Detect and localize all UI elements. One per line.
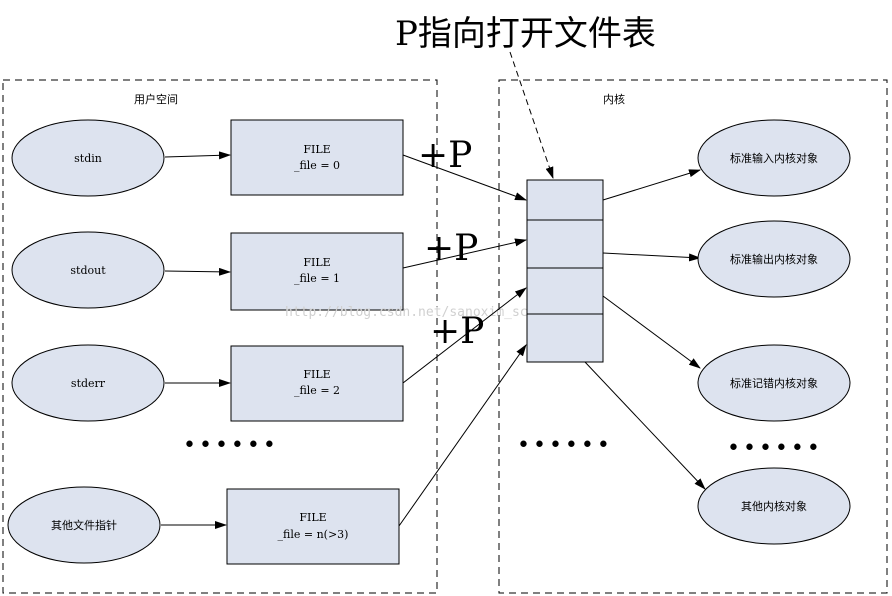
plus-p-label: +P (424, 228, 478, 269)
kernel-object-stdin: 标准输入内核对象 (697, 119, 851, 197)
watermark: http://blog.csdn.net/sanoxim_scy (285, 305, 536, 320)
file-box-1: FILE _file = 1 (230, 232, 404, 311)
kernel-label: 内核 (603, 92, 625, 106)
file-to-table-arrow (402, 287, 527, 384)
kernel-object-stdout: 标准输出内核对象 (697, 220, 851, 298)
stream-stdin: stdin (11, 119, 165, 197)
kernel-object-label: 标准输入内核对象 (730, 151, 818, 165)
open-file-table (526, 179, 604, 363)
stream-label: 其他文件指针 (51, 518, 117, 532)
kernel-region (498, 79, 888, 594)
file-box-3: FILE _file = n(>3) (226, 488, 400, 565)
file-box-2: FILE _file = 2 (230, 345, 404, 422)
stream-to-file-arrow (164, 151, 231, 160)
table-to-object-arrow (602, 252, 701, 262)
file-box-title: FILE (303, 143, 330, 156)
kernel-object-other: 其他内核对象 (697, 467, 851, 545)
stream-stdout: stdout (11, 231, 165, 309)
file-box-0: FILE _file = 0 (230, 119, 404, 196)
file-box-descriptor: _file = 0 (294, 159, 340, 172)
stream-label: stderr (71, 377, 106, 390)
file-box-descriptor: _file = n(>3) (278, 528, 349, 541)
file-box-title: FILE (303, 256, 330, 269)
title-pointer-arrow (509, 51, 554, 179)
stream-other: 其他文件指针 (7, 486, 161, 564)
user-space-region (2, 79, 438, 594)
file-to-table-arrow (402, 238, 527, 269)
ellipsis-kernel-objects: •••••• (727, 436, 823, 461)
kernel-object-stderr: 标准记错内核对象 (697, 344, 851, 422)
file-box-title: FILE (303, 368, 330, 381)
file-box-descriptor: _file = 2 (294, 384, 340, 397)
plus-p-label: +P (430, 311, 484, 352)
file-to-table-arrow (398, 344, 527, 527)
ellipsis-kernel-table: •••••• (517, 433, 613, 458)
stream-to-file-arrow (164, 267, 231, 276)
ellipsis-user: •••••• (183, 433, 279, 458)
kernel-object-label: 其他内核对象 (741, 499, 807, 513)
table-to-object-arrow (602, 169, 701, 201)
table-to-object-arrow (602, 295, 701, 369)
file-box-title: FILE (299, 511, 326, 524)
stream-label: stdin (74, 152, 102, 165)
stream-stderr: stderr (11, 344, 165, 422)
table-to-object-arrow (584, 361, 706, 490)
plus-p-label: +P (418, 135, 472, 176)
user-space-label: 用户空间 (134, 92, 178, 106)
stream-label: stdout (70, 264, 106, 277)
file-to-table-arrow (402, 154, 527, 201)
diagram-title: P指向打开文件表 (395, 14, 656, 54)
file-box-descriptor: _file = 1 (294, 272, 340, 285)
kernel-object-label: 标准输出内核对象 (730, 252, 818, 266)
kernel-object-label: 标准记错内核对象 (730, 376, 818, 390)
